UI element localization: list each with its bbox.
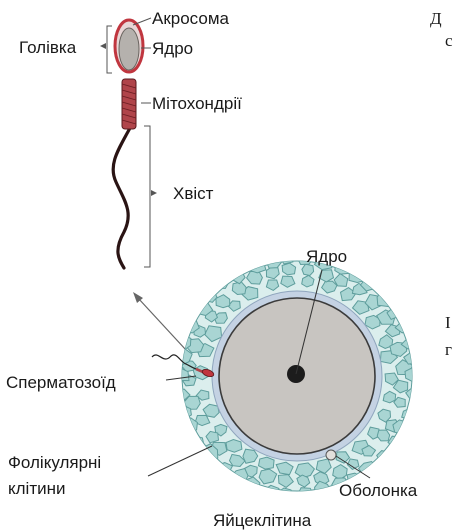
label-head: Голівка: [19, 38, 77, 57]
label-membrane: Оболонка: [339, 481, 418, 500]
follicular-cell: [215, 279, 228, 289]
label-egg: Яйцеклітина: [213, 511, 312, 530]
label-acrosome: Акросома: [152, 9, 230, 28]
follicular-cell: [349, 270, 365, 282]
label-tail: Хвіст: [173, 184, 214, 203]
label-follicular-line2: клітини: [8, 479, 66, 498]
label-sperm-nucleus: Ядро: [152, 39, 193, 58]
head-pointer-icon: [100, 43, 106, 49]
sperm-enlarged: [113, 20, 143, 268]
label-mitochondria: Мітохондрії: [152, 94, 242, 113]
polar-body: [326, 450, 336, 460]
zoom-arrow: [133, 292, 186, 350]
sperm-nucleus: [119, 28, 139, 70]
label-egg-nucleus: Ядро: [306, 247, 347, 266]
side-text-4: г: [445, 340, 452, 359]
follicular-cell: [249, 258, 266, 273]
follicular-cell: [377, 430, 390, 441]
follicular-cell: [377, 291, 393, 307]
side-text-2: с: [445, 31, 453, 50]
follicular-cell: [226, 440, 242, 453]
tail-pointer-icon: [151, 190, 157, 196]
follicular-cell: [259, 457, 275, 469]
side-text-1: Д: [430, 9, 442, 28]
label-sperm: Сперматозоїд: [6, 373, 116, 392]
label-follicular-line1: Фолікулярні: [8, 453, 101, 472]
sperm-tail: [113, 128, 130, 268]
side-text-3: І: [445, 313, 451, 332]
follicular-cell: [405, 368, 421, 382]
